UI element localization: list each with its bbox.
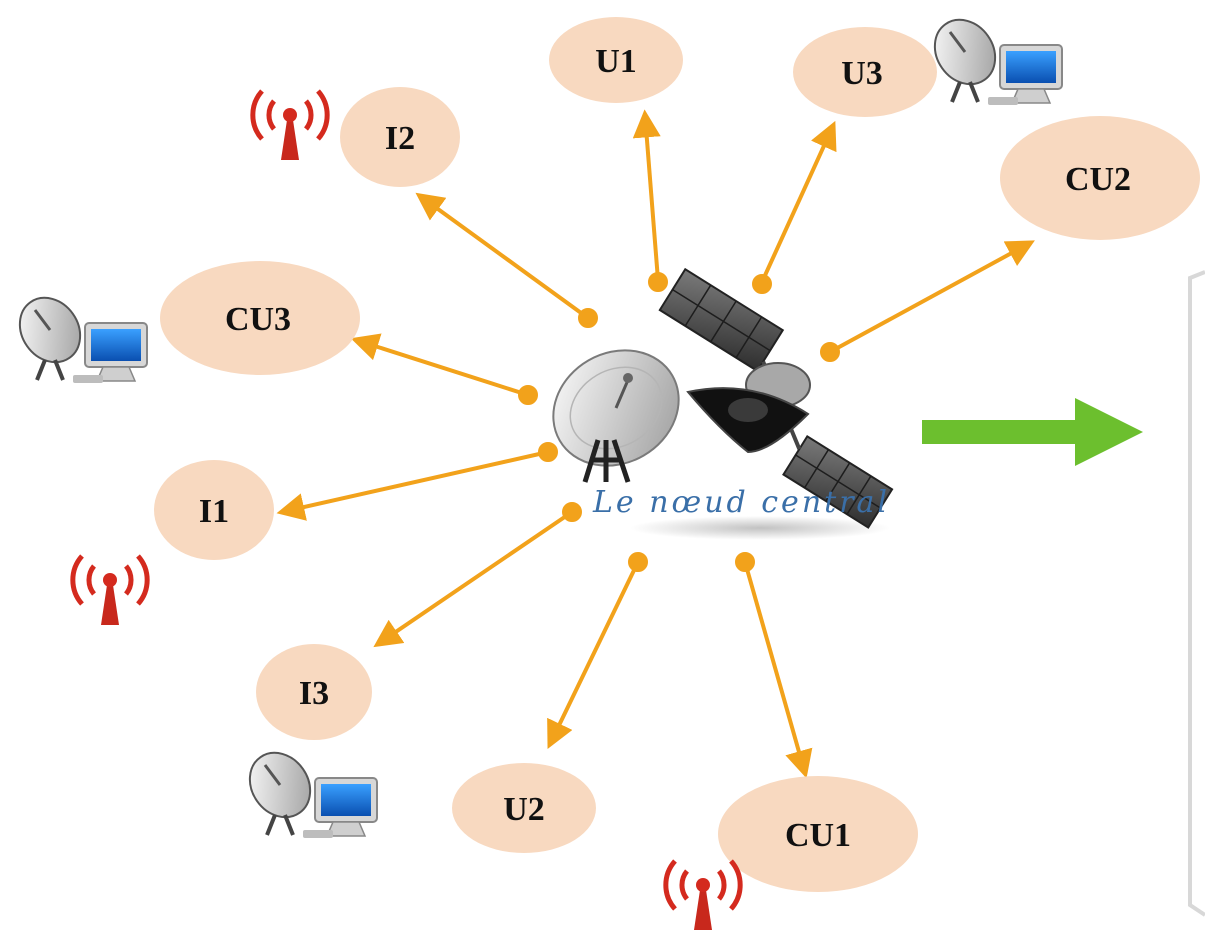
node-label-i3: I3 bbox=[299, 675, 329, 712]
arrow-to-i2 bbox=[415, 192, 598, 328]
node-cu3: CU3 bbox=[160, 261, 360, 375]
node-label-cu3: CU3 bbox=[225, 301, 291, 338]
node-label-u3: U3 bbox=[841, 55, 883, 92]
arrow-to-u3 bbox=[752, 120, 837, 294]
node-i1: I1 bbox=[154, 460, 274, 560]
arrow-to-u1 bbox=[632, 109, 668, 292]
arrow-to-i3 bbox=[373, 502, 582, 648]
satellite-icon bbox=[658, 267, 894, 529]
arrow-to-u2 bbox=[547, 552, 648, 750]
ground-dish-icon bbox=[552, 349, 680, 483]
radio-antenna-icon bbox=[663, 859, 743, 930]
arrow-to-cu1 bbox=[735, 552, 813, 779]
node-label-cu2: CU2 bbox=[1065, 161, 1131, 198]
panel-border bbox=[1188, 270, 1205, 917]
center-shadow bbox=[630, 516, 890, 540]
central-node: Le nœud central bbox=[552, 267, 894, 540]
node-u2: U2 bbox=[452, 763, 596, 853]
satellite-dish-computer-icon bbox=[18, 296, 148, 383]
node-u1: U1 bbox=[549, 17, 683, 103]
node-label-u2: U2 bbox=[503, 791, 545, 828]
arrow-to-cu3 bbox=[350, 333, 538, 405]
connections bbox=[276, 109, 1035, 779]
node-cu1: CU1 bbox=[718, 776, 918, 892]
output-arrow bbox=[922, 398, 1143, 466]
node-u3: U3 bbox=[793, 27, 937, 117]
node-label-cu1: CU1 bbox=[785, 817, 851, 854]
node-cu2: CU2 bbox=[1000, 116, 1200, 240]
node-i2: I2 bbox=[340, 87, 460, 187]
node-label-i2: I2 bbox=[385, 120, 415, 157]
satellite-dish-computer-icon bbox=[248, 751, 378, 838]
satellite-dish-computer-icon bbox=[933, 18, 1063, 105]
node-i3: I3 bbox=[256, 644, 372, 740]
node-label-i1: I1 bbox=[199, 493, 229, 530]
center-label: Le nœud central bbox=[592, 485, 890, 520]
arrow-to-cu2 bbox=[820, 240, 1035, 362]
node-label-u1: U1 bbox=[595, 43, 637, 80]
radio-antenna-icon bbox=[250, 89, 330, 160]
arrow-to-i1 bbox=[276, 442, 558, 521]
radio-antenna-icon bbox=[70, 554, 150, 625]
